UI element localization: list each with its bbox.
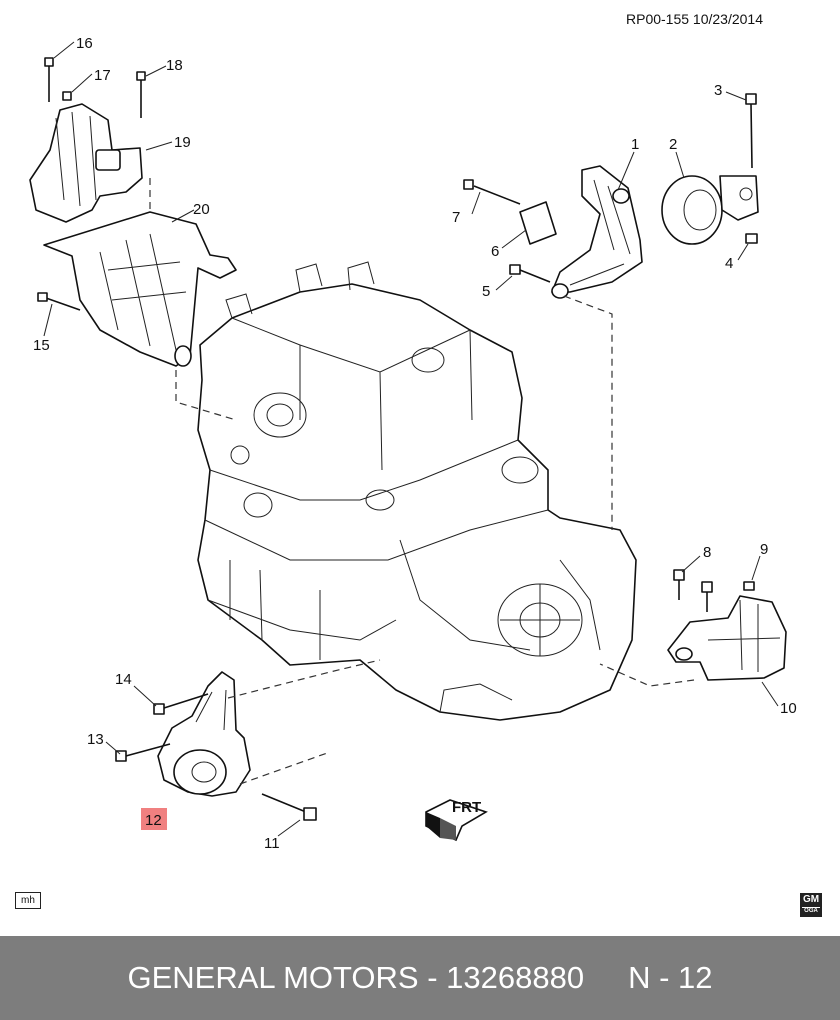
callout-19: 19: [174, 134, 191, 151]
callout-18: 18: [166, 57, 183, 74]
callout-6: 6: [491, 243, 499, 260]
front-arrow-label: FRT: [452, 799, 481, 816]
callout-9: 9: [760, 541, 768, 558]
bolts-and-nuts: [37, 57, 758, 821]
callout-2: 2: [669, 136, 677, 153]
right-lower-mount-assembly: [667, 581, 787, 681]
gm-logo: GM OGA: [800, 893, 822, 917]
engine-assembly: [197, 261, 637, 721]
callout-12: 12: [145, 812, 162, 829]
lower-left-mount-assembly: [157, 671, 251, 797]
callout-7: 7: [452, 209, 460, 226]
footer-brand-part-number: GENERAL MOTORS - 13268880: [127, 960, 585, 995]
callout-15: 15: [33, 337, 50, 354]
callout-16: 16: [76, 35, 93, 52]
callout-10: 10: [780, 700, 797, 717]
highlight-box: [141, 808, 167, 830]
callout-4: 4: [725, 255, 733, 272]
corner-mark: mh: [15, 892, 41, 909]
gm-logo-text: GM: [802, 894, 820, 905]
engine-mount-diagram: FRT 1 2 3 4 5 6 7 8 9 10 11 12 13 14 15 …: [29, 35, 797, 852]
callout-3: 3: [714, 82, 722, 99]
callout-14: 14: [115, 671, 132, 688]
right-upper-mount-assembly: [519, 165, 759, 299]
callout-labels: 1 2 3 4 5 6 7 8 9 10 11 12 13 14 15 16 1…: [33, 35, 797, 852]
callout-17: 17: [94, 67, 111, 84]
leader-lines: [43, 41, 779, 837]
callout-8: 8: [703, 544, 711, 561]
alignment-lines: [149, 178, 695, 785]
footer-bar: GENERAL MOTORS - 13268880 N - 12: [0, 936, 840, 1020]
diagram-reference-code: RP00-155 10/23/2014: [626, 11, 763, 27]
callout-5: 5: [482, 283, 490, 300]
callout-13: 13: [87, 731, 104, 748]
callout-1: 1: [631, 136, 639, 153]
footer-page-number: N - 12: [628, 960, 713, 995]
callout-11: 11: [264, 835, 280, 852]
front-direction-arrow: FRT: [425, 799, 488, 842]
gm-logo-subtext: OGA: [802, 907, 820, 915]
left-upper-mount-assembly: [29, 103, 237, 367]
callout-20: 20: [193, 201, 210, 218]
